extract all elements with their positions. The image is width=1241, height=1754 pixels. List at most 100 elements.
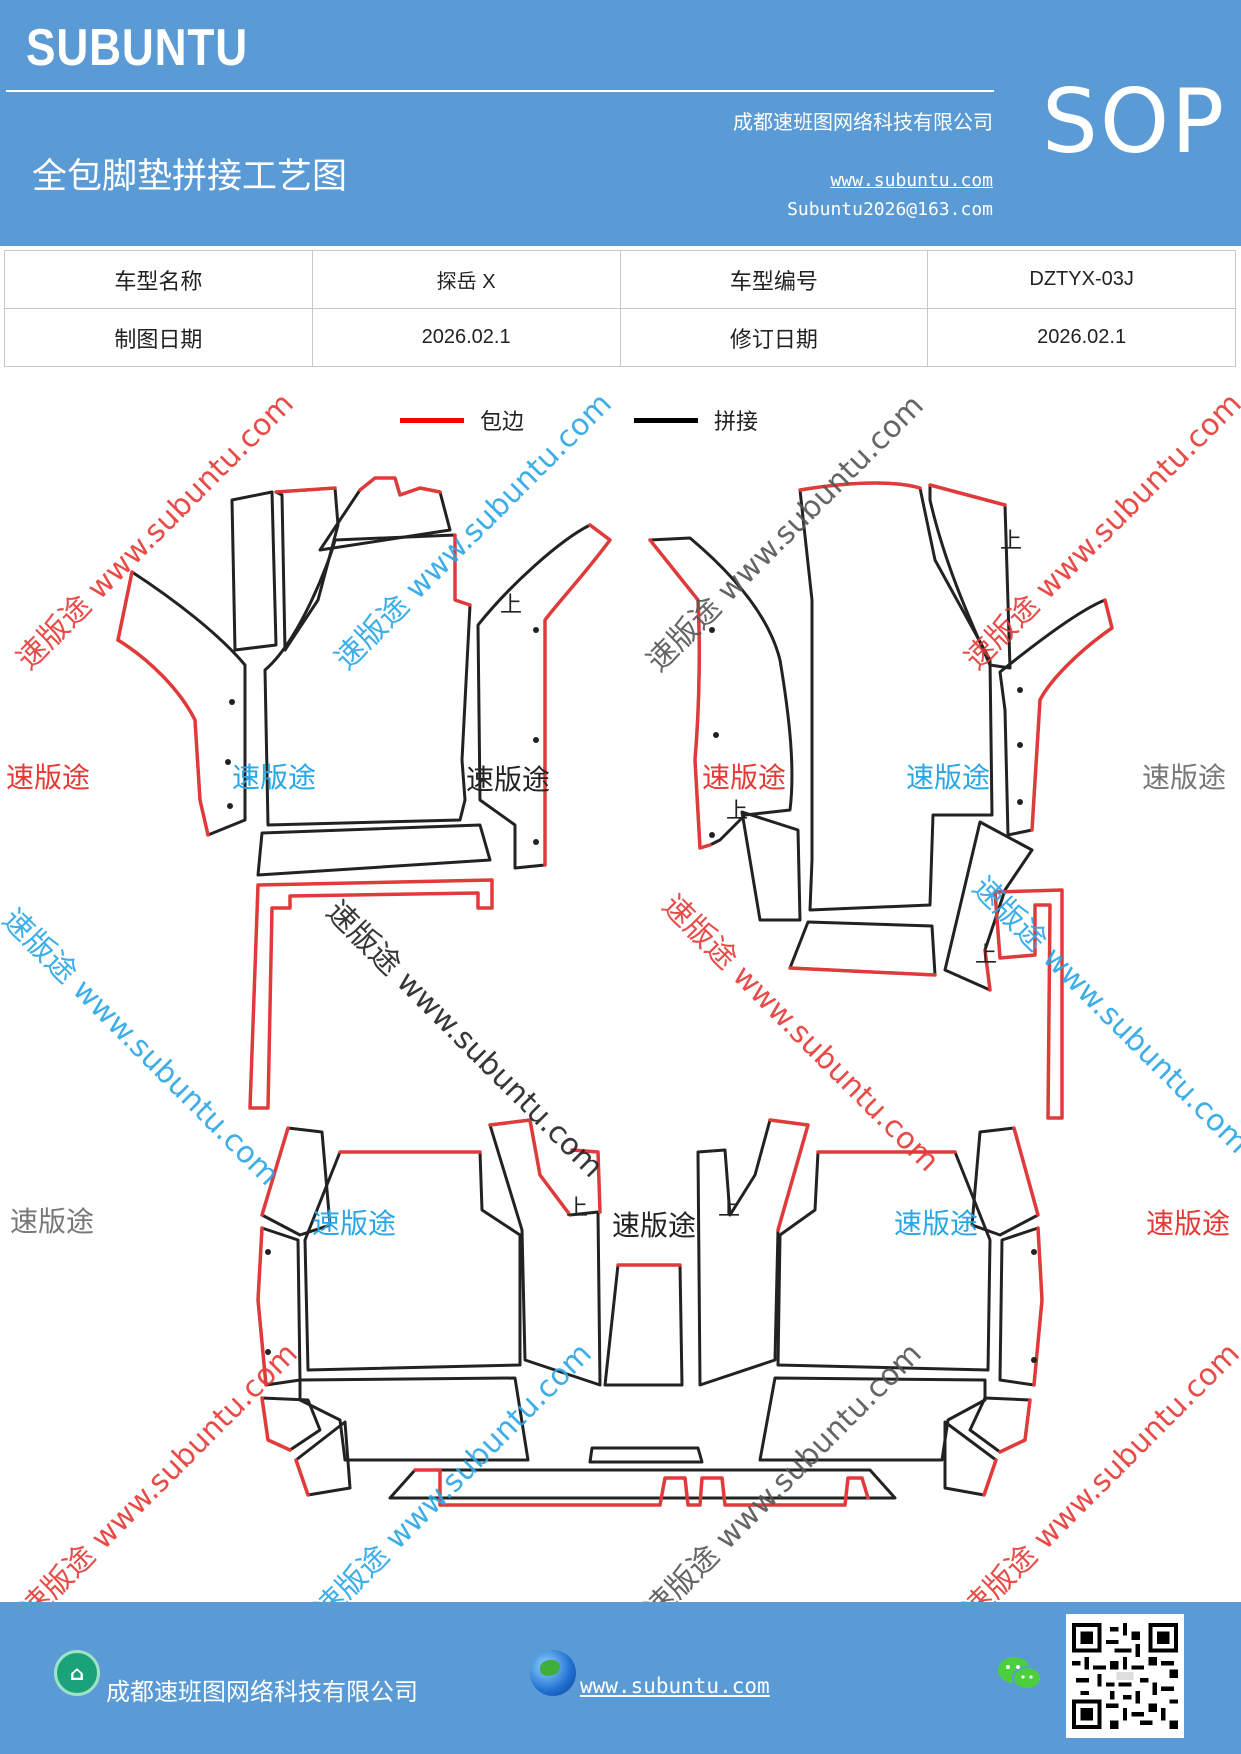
mat-edge <box>768 1118 810 1232</box>
rear-mat: 上 上 <box>256 1118 1044 1507</box>
mat-piece <box>274 486 340 652</box>
up-mark: 上 <box>566 1196 588 1221</box>
watermark-brand: 速版途 <box>1146 1207 1231 1240</box>
dot-marker <box>1017 799 1023 805</box>
up-mark: 上 <box>975 943 997 968</box>
mat-edge <box>648 538 712 850</box>
mat-edge <box>993 888 1064 1120</box>
mat-edge <box>116 638 210 837</box>
mat-edge <box>260 1396 292 1452</box>
dot-marker <box>229 699 235 705</box>
watermark-brand: 速版途 <box>1142 761 1227 794</box>
mat-piece <box>230 490 278 652</box>
dot-marker <box>709 627 715 633</box>
dot-marker <box>1031 1357 1037 1363</box>
mat-edge <box>982 1458 998 1497</box>
mat-piece <box>263 533 472 827</box>
qr-code[interactable] <box>1066 1614 1184 1738</box>
mat-edge <box>998 1398 1032 1454</box>
mat-piece <box>696 1118 810 1387</box>
mat-edge <box>488 1118 572 1217</box>
legend-join-label: 拼接 <box>714 410 759 435</box>
footer-company: 成都速班图网络科技有限公司 <box>106 1678 418 1706</box>
building-icon: ⌂ <box>54 1650 100 1696</box>
mat-edge <box>248 878 494 1110</box>
front-left-mat: 上 <box>116 476 612 1110</box>
dot-marker <box>265 1249 271 1255</box>
mat-edge <box>453 533 472 607</box>
watermark-brand: 速版途 <box>10 1205 95 1238</box>
info-table: 车型名称 探岳 X 车型编号 DZTYX-03J 制图日期 2026.02.1 … <box>4 250 1236 367</box>
dot-marker <box>1017 687 1023 693</box>
mat-piece <box>798 481 994 912</box>
dot-marker <box>227 803 233 809</box>
mat-piece <box>758 1376 987 1462</box>
draw-date-label: 制图日期 <box>4 308 313 367</box>
sop-badge: SOP <box>1042 70 1227 173</box>
mat-edge <box>1032 1226 1044 1387</box>
mat-edge <box>274 486 337 494</box>
company-name: 成都速班图网络科技有限公司 <box>733 110 993 134</box>
dot-marker <box>709 832 715 838</box>
draw-date-value: 2026.02.1 <box>311 308 621 367</box>
watermark-brand: 速版途 <box>232 761 317 794</box>
brand-logo: SUBUNTU <box>26 19 249 77</box>
mat-edge <box>1012 1126 1040 1217</box>
dot-marker <box>713 732 719 738</box>
watermark-brand: 速版途 <box>6 761 91 794</box>
mat-edge <box>260 1126 290 1217</box>
mat-edge <box>116 570 134 642</box>
mat-edge <box>294 1458 310 1497</box>
revise-date-value: 2026.02.1 <box>927 308 1236 367</box>
mat-edge <box>256 1226 268 1387</box>
wechat-icon[interactable] <box>996 1654 1044 1694</box>
mat-piece <box>588 1446 704 1464</box>
header: SUBUNTU SOP 成都速班图网络科技有限公司 全包脚垫拼接工艺图 www.… <box>0 0 1241 246</box>
mat-piece <box>970 1126 1040 1237</box>
mat-edge <box>413 1468 870 1507</box>
model-name-value: 探岳 X <box>311 250 621 309</box>
mat-piece <box>788 920 937 977</box>
watermark-brand: 速版途 <box>312 1207 397 1240</box>
mat-edge <box>788 966 937 977</box>
header-divider <box>6 90 994 92</box>
mat-piece <box>928 483 1012 670</box>
model-name-label: 车型名称 <box>4 250 313 309</box>
up-mark: 上 <box>1000 529 1022 554</box>
legend-swatch-red <box>400 417 464 423</box>
footer: ⌂ 成都速班图网络科技有限公司 www.subuntu.com <box>0 1602 1241 1754</box>
up-mark: 上 <box>726 799 748 824</box>
mat-pattern-svg: 上 <box>116 476 1114 1507</box>
legend-swatch-black <box>634 417 698 423</box>
mat-edge <box>358 476 442 497</box>
page-title: 全包脚垫拼接工艺图 <box>32 157 348 197</box>
website-link[interactable]: www.subuntu.com <box>830 170 993 191</box>
mat-piece <box>388 1468 897 1500</box>
mat-edge <box>798 481 922 492</box>
watermark-brand: 速版途 <box>612 1209 697 1242</box>
dot-marker <box>533 839 539 845</box>
table-row: 车型名称 探岳 X 车型编号 DZTYX-03J <box>4 250 1236 309</box>
mat-edge <box>570 1148 602 1214</box>
mat-edge <box>1030 598 1114 832</box>
mat-piece <box>303 1150 522 1372</box>
revise-date-label: 修订日期 <box>619 308 929 367</box>
front-right-mat: 上 上 上 <box>648 481 1114 1120</box>
watermark-brand: 速版途 <box>894 1207 979 1240</box>
mat-piece <box>298 1376 530 1462</box>
mat-piece <box>256 823 492 877</box>
model-code-value: DZTYX-03J <box>927 250 1236 309</box>
footer-website-link[interactable]: www.subuntu.com <box>580 1674 770 1698</box>
globe-icon <box>530 1650 576 1696</box>
mat-diagram: 上 <box>0 360 1241 1600</box>
dot-marker <box>533 737 539 743</box>
dot-marker <box>265 1349 271 1355</box>
mat-piece <box>603 1263 684 1387</box>
legend-join: 拼接 <box>634 402 758 438</box>
watermark-brand: 速版途 <box>906 761 991 794</box>
mat-edge <box>928 483 1007 507</box>
dot-marker <box>533 627 539 633</box>
watermark-brand: 速版途 <box>466 763 551 796</box>
mat-edge <box>543 523 612 867</box>
up-mark: 上 <box>500 593 522 618</box>
